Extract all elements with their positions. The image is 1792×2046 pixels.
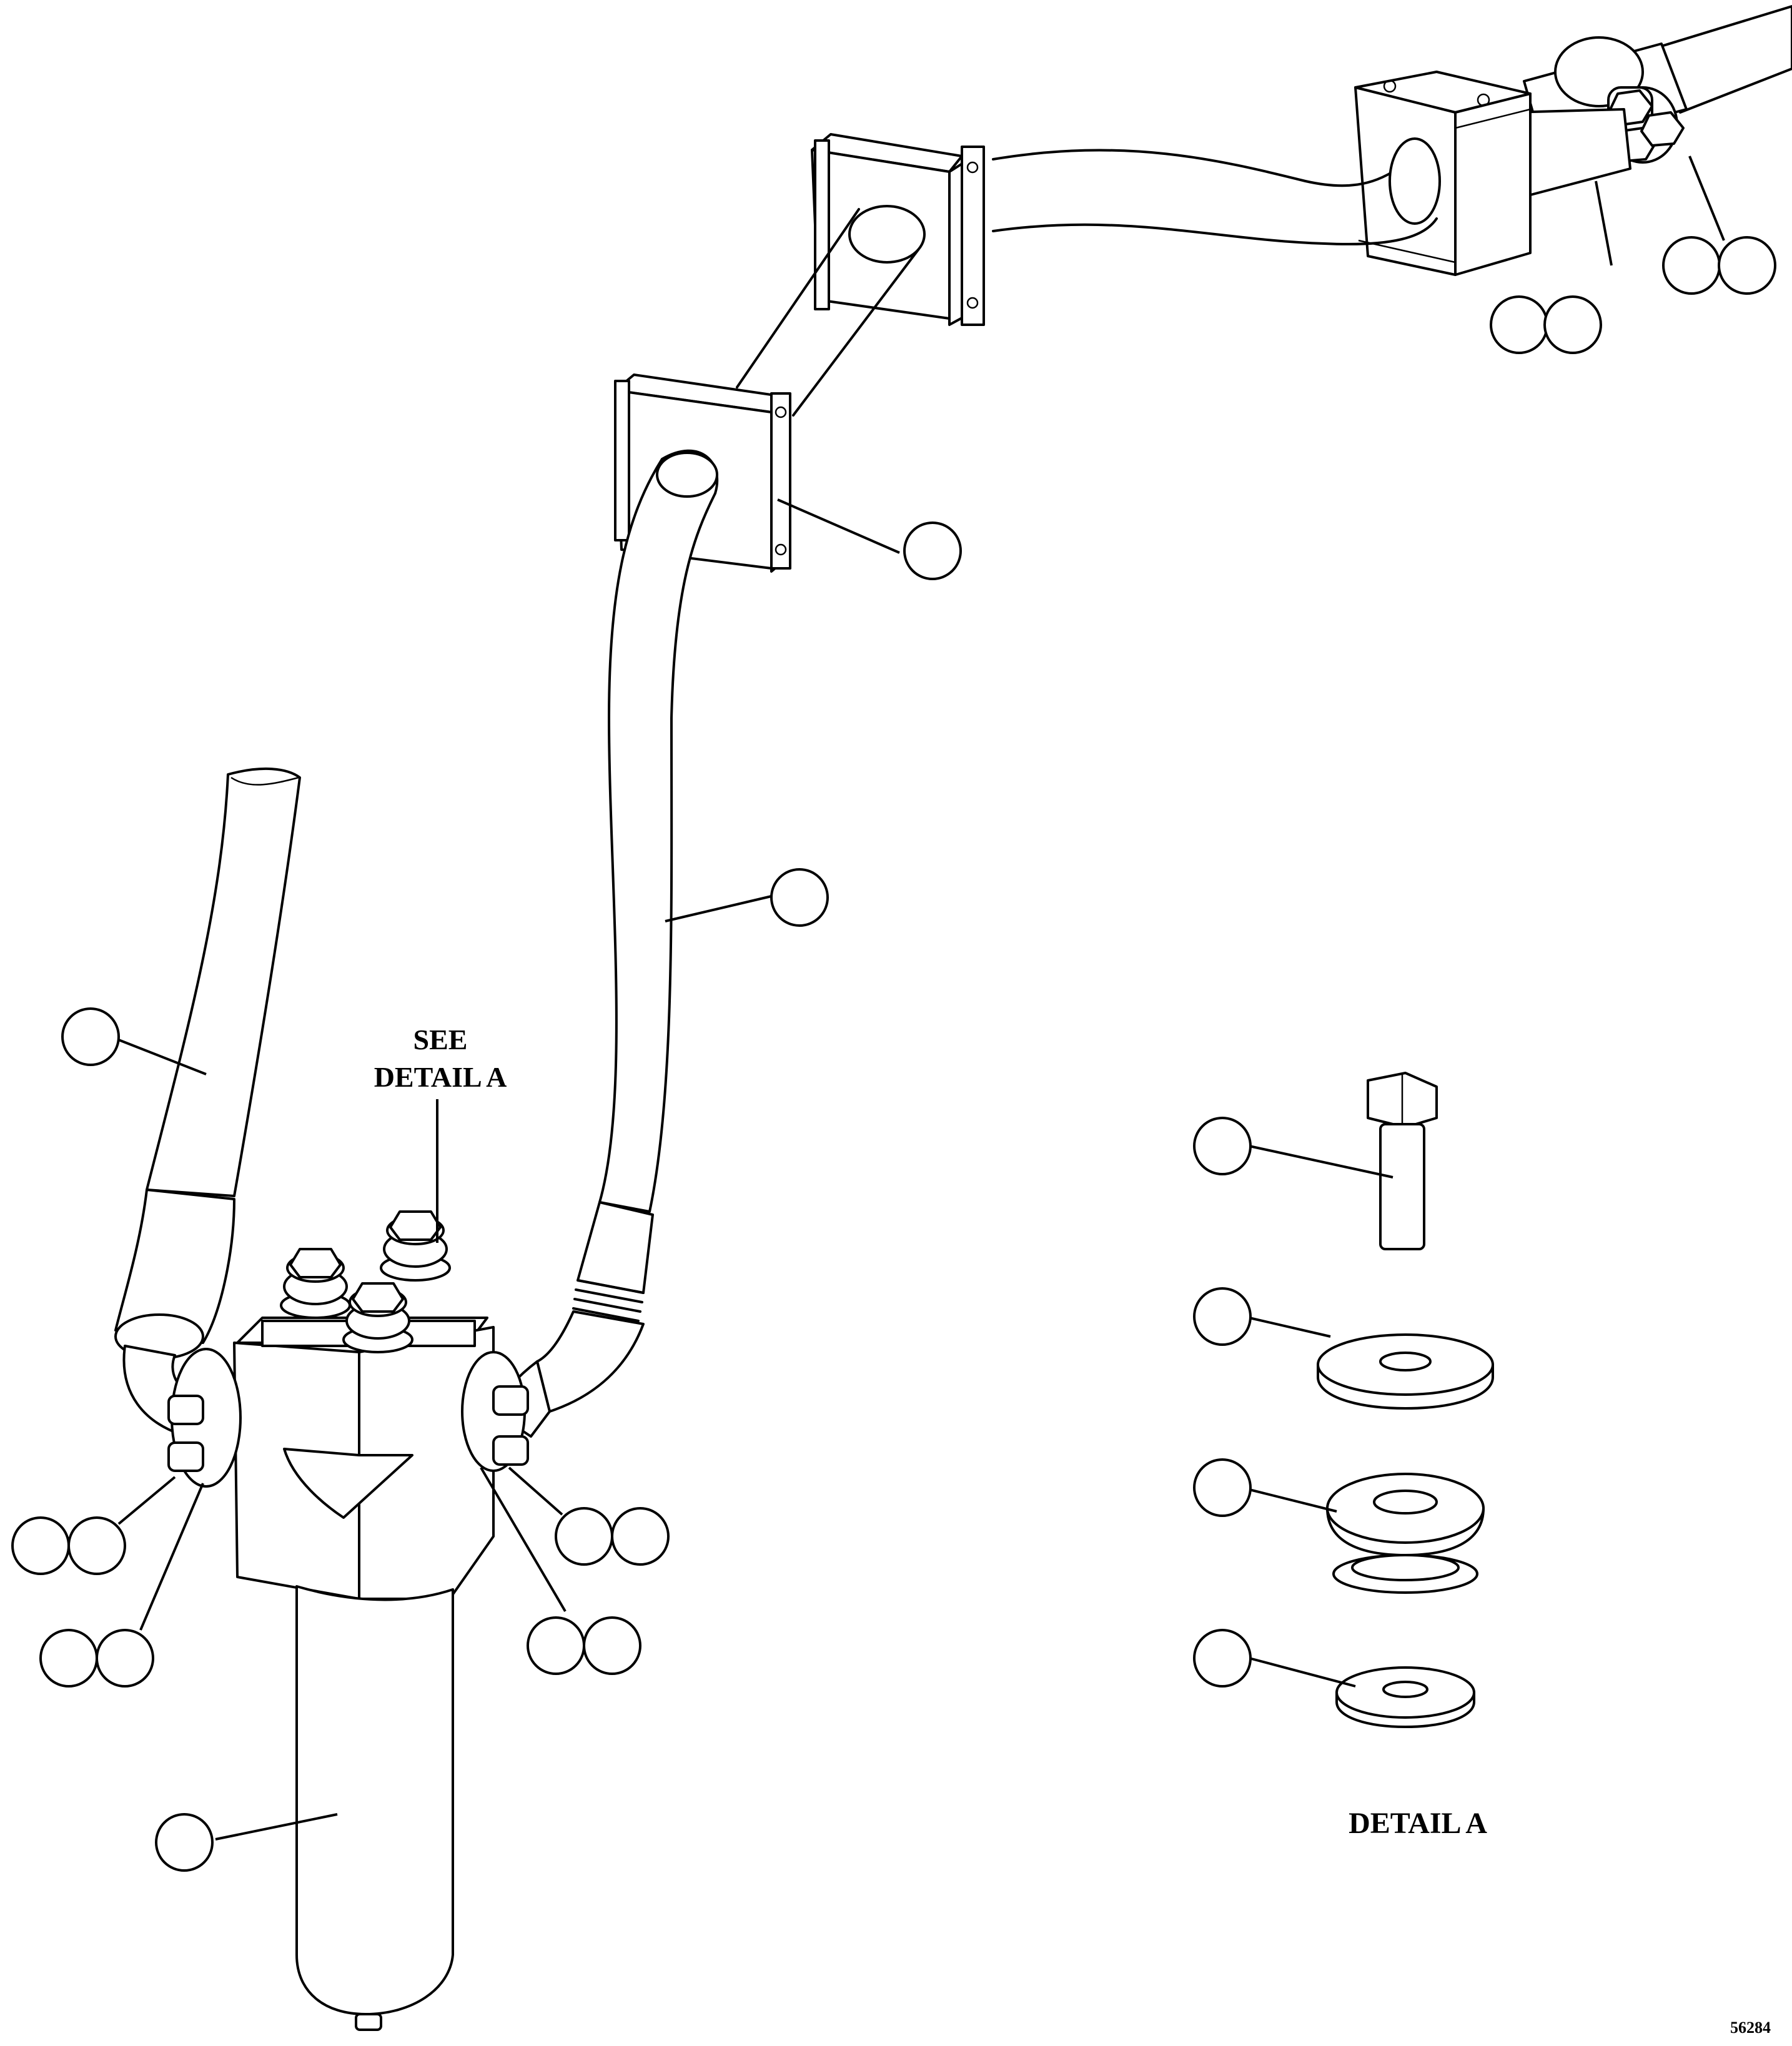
see-detail-label-line1: SEE — [413, 1024, 468, 1055]
callout-bubble — [1193, 1117, 1252, 1175]
callout-bubble — [39, 1629, 98, 1688]
callout-bubble — [96, 1629, 154, 1688]
callout-bubble — [67, 1516, 126, 1575]
leader-lines — [117, 156, 1725, 1841]
callout-bubble — [155, 1813, 214, 1872]
upper-right-clamp-block — [1354, 71, 1532, 276]
callout-bubble — [611, 1507, 670, 1566]
upper-right-tube-assembly — [1510, 5, 1792, 201]
long-hose — [492, 449, 719, 1438]
callout-bubble — [1662, 236, 1721, 295]
see-detail-label-line2: DETAIL A — [374, 1061, 507, 1093]
callout-bubble — [555, 1507, 613, 1566]
callout-bubble — [61, 1007, 120, 1066]
detail-a-isolator-mount — [1326, 1473, 1485, 1594]
callout-bubble — [1193, 1629, 1252, 1688]
detail-a-bolt — [1367, 1072, 1438, 1250]
callout-bubble — [1193, 1458, 1252, 1517]
callout-bubble — [527, 1616, 585, 1675]
callout-bubble — [1490, 295, 1548, 354]
callout-bubble — [1718, 236, 1776, 295]
callout-bubble — [1193, 1287, 1252, 1346]
filter-head-mounting-bolts — [280, 1210, 451, 1353]
callout-bubble — [11, 1516, 70, 1575]
middle-clamp-block — [811, 133, 985, 326]
filter-bowl — [295, 1585, 454, 2031]
filter-head — [167, 1317, 529, 1600]
detail-a-flat-washer-small — [1335, 1666, 1475, 1728]
diagonal-tube — [736, 208, 919, 417]
callout-bubble — [1543, 295, 1602, 354]
figure-number: 56284 — [1730, 2019, 1771, 2037]
callout-bubble — [903, 521, 962, 580]
callout-bubble — [770, 868, 829, 927]
detail-a-title: DETAIL A — [1349, 1807, 1487, 1840]
upper-tube — [992, 137, 1441, 245]
callout-bubble — [583, 1616, 641, 1675]
detail-a-flat-washer-large — [1317, 1333, 1494, 1410]
callout-bubbles — [11, 236, 1776, 1872]
